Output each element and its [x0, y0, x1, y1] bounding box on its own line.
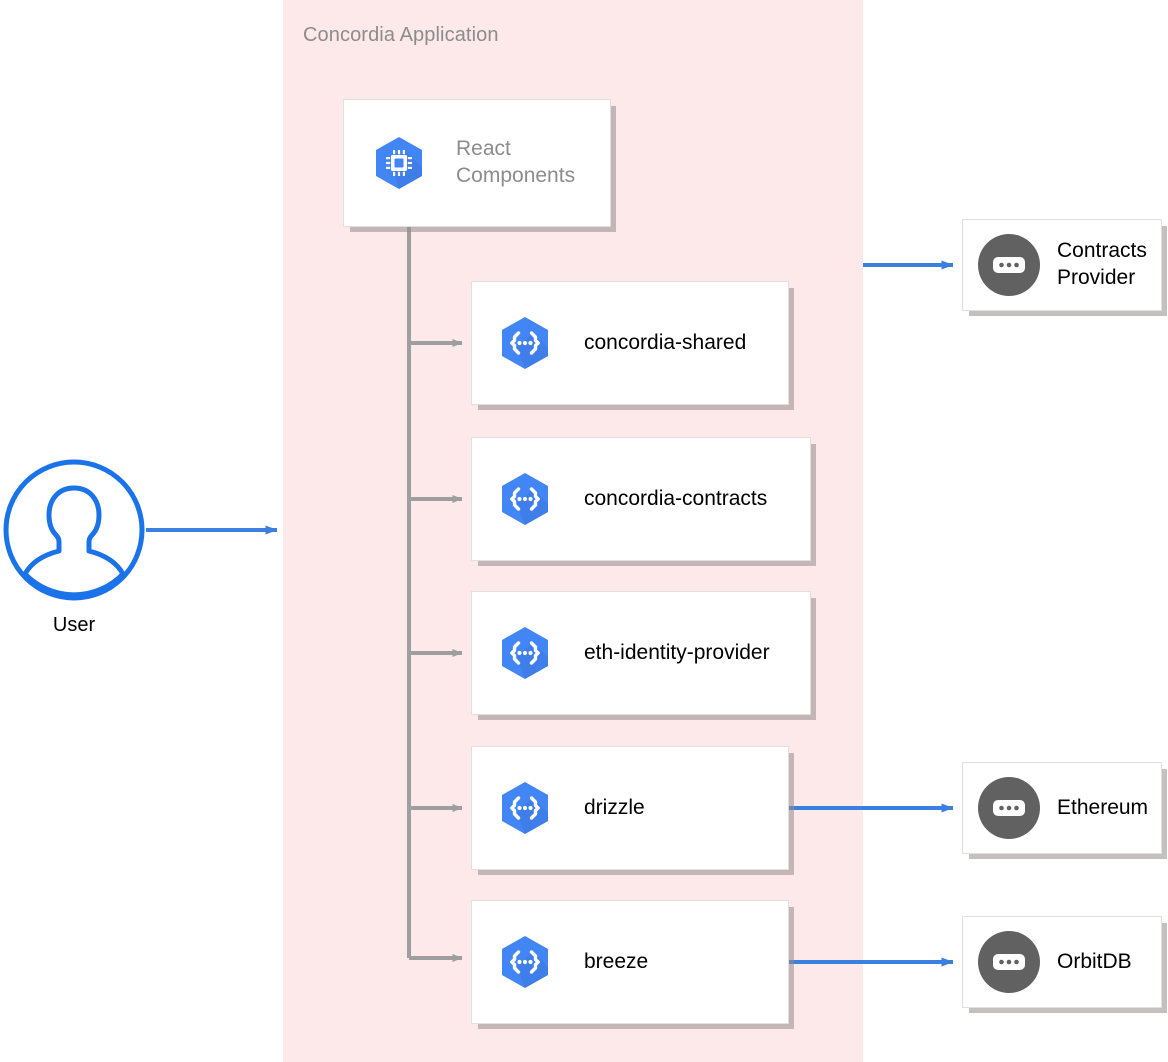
node-label: Contracts Provider [1057, 239, 1147, 289]
node-orbitdb[interactable]: OrbitDB [962, 916, 1162, 1008]
edge-react-to-packages [407, 227, 463, 962]
braces-hexagon-icon [496, 624, 554, 682]
node-concordia-contracts[interactable]: concordia-contracts [471, 437, 811, 561]
node-breeze[interactable]: breeze [471, 900, 789, 1024]
braces-hexagon-icon [496, 933, 554, 991]
node-label: eth-identity-provider [584, 640, 770, 664]
node-label: concordia-shared [584, 330, 747, 354]
node-label: OrbitDB [1057, 949, 1132, 973]
node-label: concordia-contracts [584, 486, 768, 510]
node-label: Ethereum [1057, 795, 1149, 819]
node-ethereum[interactable]: Ethereum [962, 762, 1162, 854]
node-label: breeze [584, 949, 649, 973]
dots-circle-icon [977, 930, 1041, 994]
user-circle-icon [3, 459, 145, 601]
braces-hexagon-icon [496, 779, 554, 837]
user-label: User [52, 614, 96, 636]
container-title: Concordia Application [303, 24, 499, 46]
node-react-components[interactable]: React Components [343, 99, 611, 227]
node-label: React Components [456, 137, 576, 187]
node-label: drizzle [584, 795, 645, 819]
braces-hexagon-icon [496, 314, 554, 372]
node-contracts-provider[interactable]: Contracts Provider [962, 219, 1162, 311]
node-concordia-shared[interactable]: concordia-shared [471, 281, 789, 405]
dots-circle-icon [977, 776, 1041, 840]
chip-hexagon-icon [370, 134, 428, 192]
braces-hexagon-icon [496, 470, 554, 528]
dots-circle-icon [977, 233, 1041, 297]
node-eth-identity-provider[interactable]: eth-identity-provider [471, 591, 811, 715]
node-drizzle[interactable]: drizzle [471, 746, 789, 870]
